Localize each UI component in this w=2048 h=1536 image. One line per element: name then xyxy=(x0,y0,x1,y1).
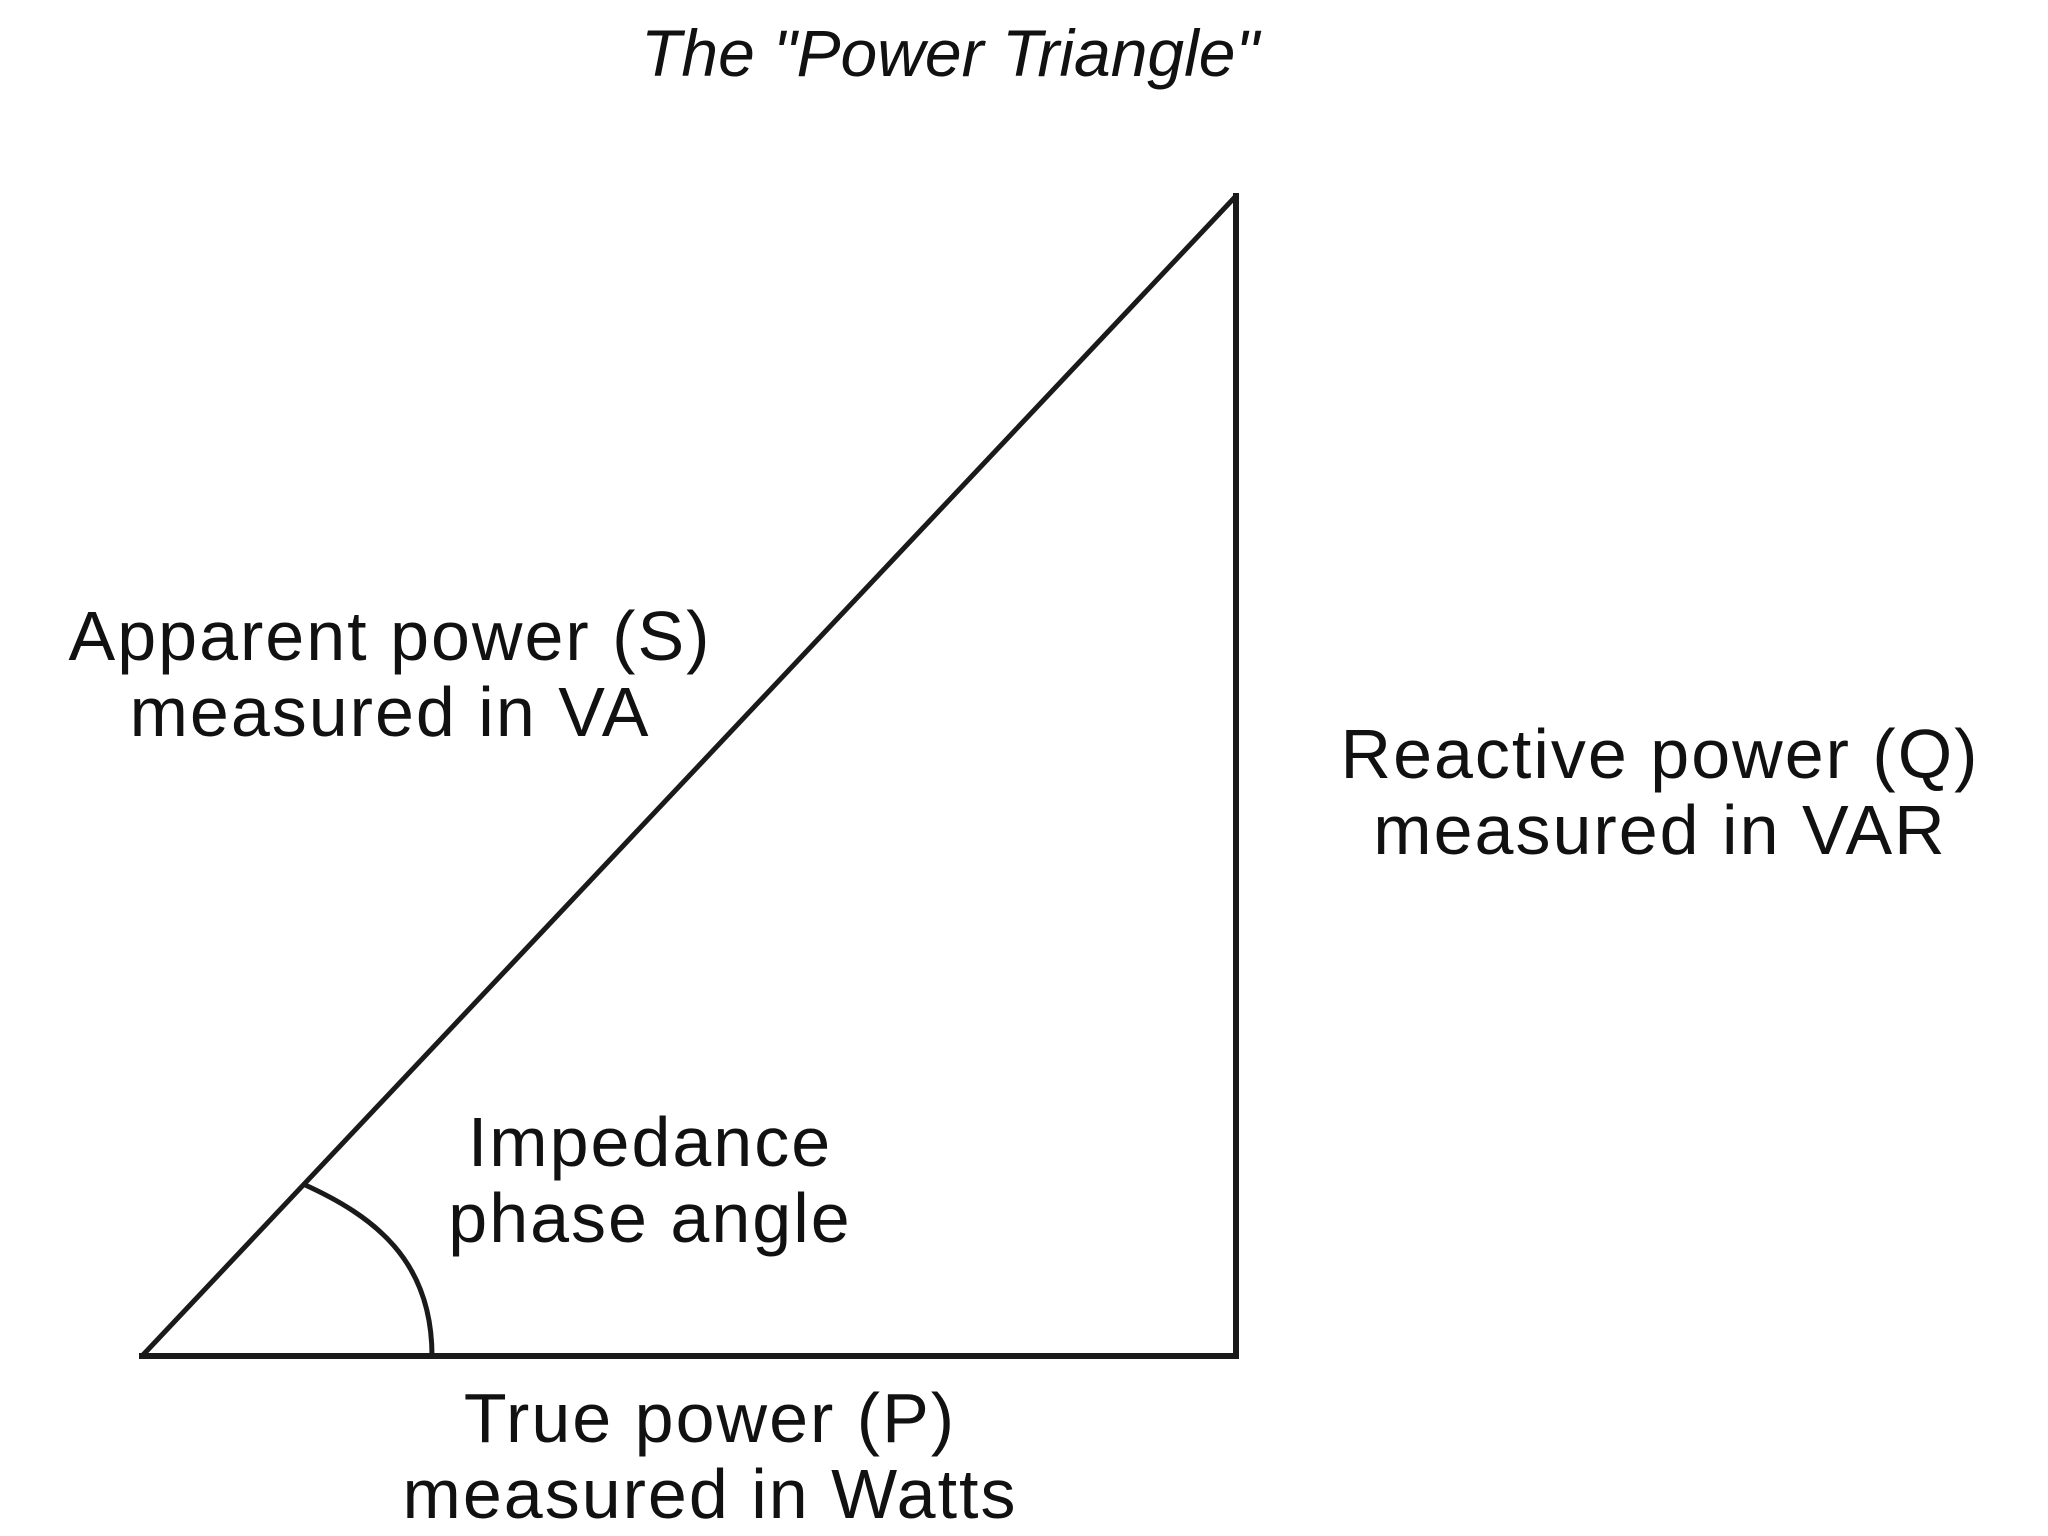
apparent-power-hypotenuse xyxy=(139,193,1239,1359)
diagram-title: The "Power Triangle" xyxy=(641,16,1259,90)
true-power-name: True power (P) xyxy=(463,1379,957,1457)
true-power-unit: measured in Watts xyxy=(402,1455,1018,1533)
impedance-angle-line1: Impedance xyxy=(467,1103,833,1181)
apparent-power-unit: measured in VA xyxy=(129,673,651,751)
impedance-angle-label: Impedance phase angle xyxy=(410,1104,890,1256)
apparent-power-name: Apparent power (S) xyxy=(68,597,712,675)
phase-angle-arc xyxy=(301,1181,435,1357)
reactive-power-unit: measured in VAR xyxy=(1373,791,1947,869)
apparent-power-label: Apparent power (S) measured in VA xyxy=(20,598,760,750)
reactive-power-label: Reactive power (Q) measured in VAR xyxy=(1290,716,2030,868)
true-power-label: True power (P) measured in Watts xyxy=(340,1380,1080,1532)
reactive-power-name: Reactive power (Q) xyxy=(1340,715,1980,793)
impedance-angle-line2: phase angle xyxy=(448,1179,852,1257)
